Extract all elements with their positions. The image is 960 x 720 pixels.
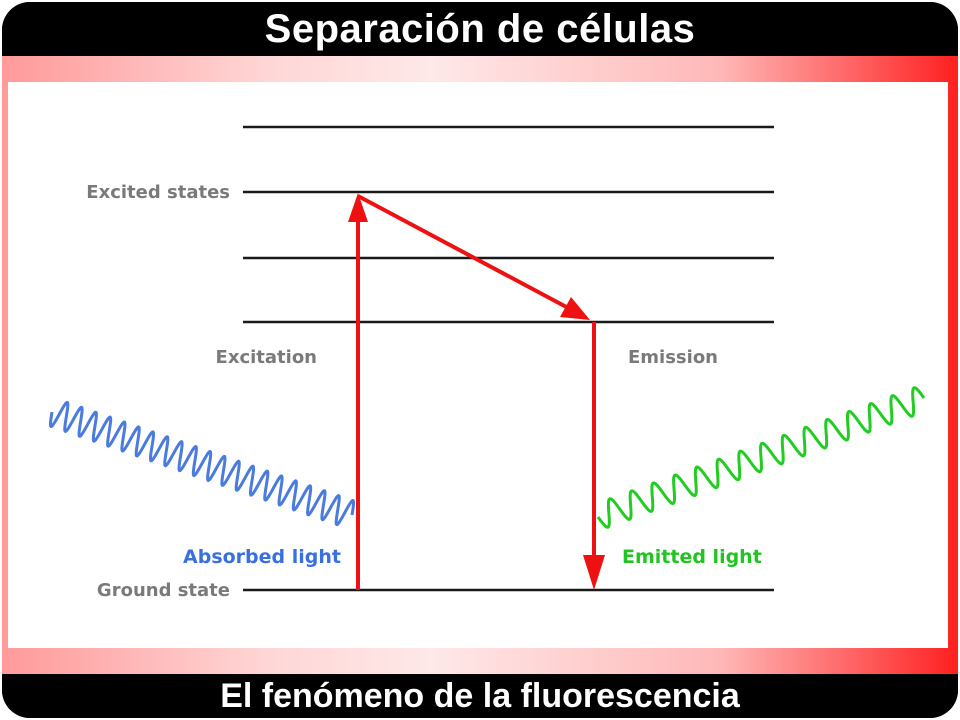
- emission-label: Emission: [628, 347, 718, 368]
- relaxation-arrow: [357, 194, 573, 312]
- emission-arrowhead: [583, 555, 605, 590]
- slide-title: Separación de células: [264, 7, 696, 51]
- excitation-arrowhead: [348, 193, 368, 222]
- slide-subtitle: El fenómeno de la fluorescencia: [220, 677, 740, 715]
- emitted-light-wave: [596, 386, 926, 529]
- footer-bar: El fenómeno de la fluorescencia: [2, 674, 958, 718]
- title-bar: Separación de células: [2, 2, 958, 56]
- content-panel: [8, 82, 948, 648]
- excited-states-label: Excited states: [86, 182, 230, 203]
- ground-state-label: Ground state: [97, 580, 230, 601]
- emitted-light-label: Emitted light: [622, 546, 762, 568]
- absorbed-light-label: Absorbed light: [183, 546, 341, 568]
- excitation-label: Excitation: [216, 347, 317, 368]
- relaxation-arrowhead: [560, 297, 590, 320]
- absorbed-light-wave: [48, 400, 356, 527]
